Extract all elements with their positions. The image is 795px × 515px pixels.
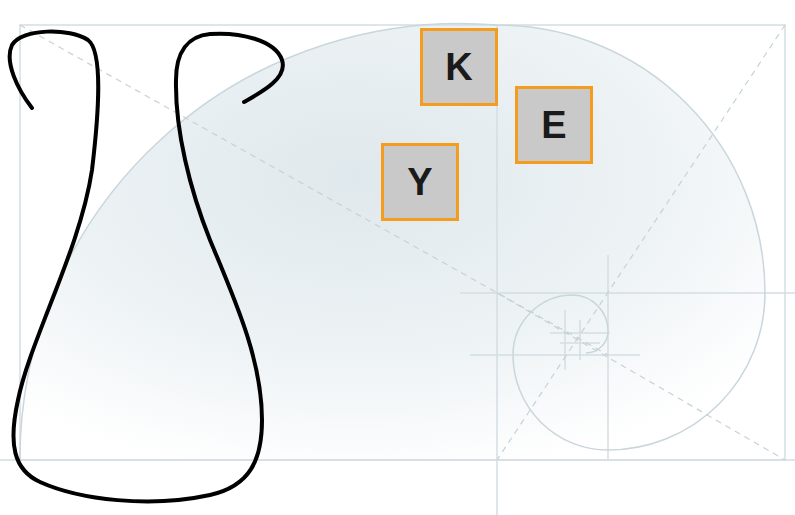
- grid-line: [470, 354, 640, 356]
- grid-line: [0, 459, 795, 461]
- diagonals: [20, 25, 785, 460]
- letter-tile: Y: [381, 143, 459, 221]
- spiral-shade: [20, 23, 765, 460]
- diagonal: [497, 293, 785, 460]
- letter-tile: E: [515, 86, 593, 164]
- spiral-curve: [20, 23, 765, 460]
- diagonal: [497, 25, 785, 460]
- diagonal: [20, 25, 608, 355]
- grid-line: [560, 342, 600, 344]
- spiral-fill: [20, 23, 765, 460]
- tile-letter: Y: [407, 163, 432, 201]
- vase-outline: [10, 32, 283, 502]
- tile-letter: K: [445, 48, 472, 86]
- grid-line: [460, 292, 795, 294]
- letter-tile: K: [420, 28, 498, 106]
- grid-lines: [0, 25, 795, 515]
- grid-line: [607, 255, 609, 460]
- golden-rectangle: [20, 25, 785, 460]
- spiral-arc: [20, 23, 765, 460]
- grid-line: [564, 310, 566, 370]
- tile-letter: E: [541, 106, 566, 144]
